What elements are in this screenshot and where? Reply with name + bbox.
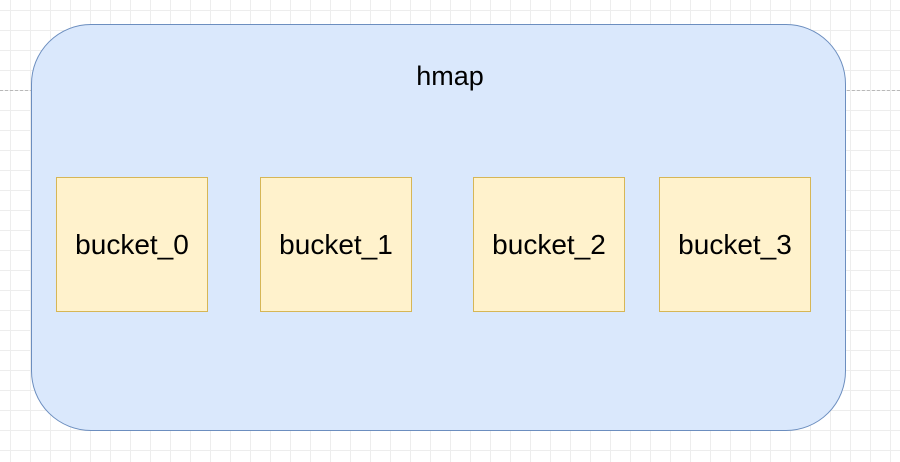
hmap-label: hmap [416,61,484,91]
bucket-2-box[interactable]: bucket_2 [473,177,625,312]
bucket-3-box[interactable]: bucket_3 [659,177,811,312]
bucket-0-box[interactable]: bucket_0 [56,177,208,312]
bucket-0-label: bucket_0 [75,228,189,260]
bucket-2-label: bucket_2 [492,228,606,260]
bucket-3-label: bucket_3 [678,228,792,260]
bucket-1-label: bucket_1 [279,228,393,260]
bucket-1-box[interactable]: bucket_1 [260,177,412,312]
